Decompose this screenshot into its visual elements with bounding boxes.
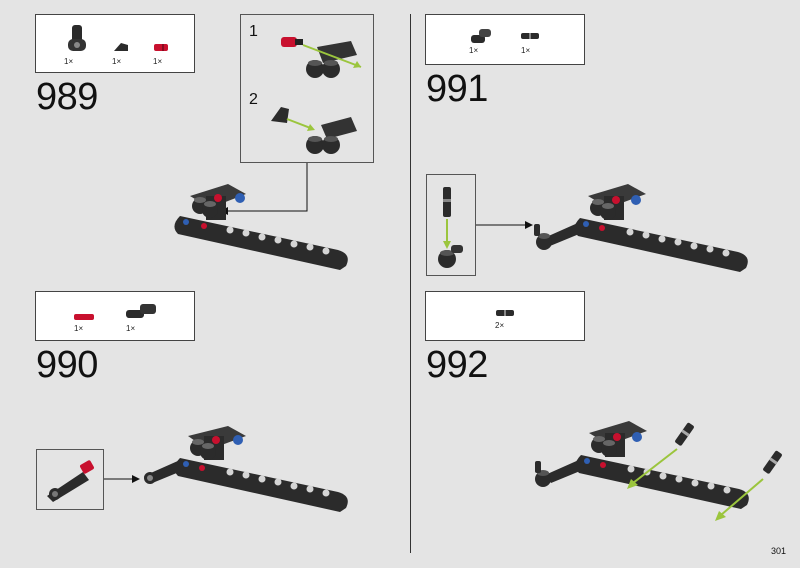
step-989-callout: 1 2: [240, 14, 374, 163]
substep-number: 1: [249, 23, 258, 40]
callout-part-illustration: [47, 460, 94, 502]
step-number: 991: [426, 68, 488, 110]
pin-icon: [521, 33, 539, 39]
step-990-parts-list: 1× 1×: [35, 291, 195, 341]
column-divider: [410, 14, 411, 553]
part-qty: 1×: [521, 46, 531, 55]
angle-connector-icon: [68, 25, 86, 51]
pin-icon: [496, 310, 514, 316]
substep-number: 2: [249, 91, 258, 108]
step-991-model-illustration: [534, 184, 748, 272]
part-qty: 1×: [74, 324, 84, 333]
red-axle-icon: [74, 314, 94, 320]
step-number: 989: [36, 76, 98, 118]
step-991-parts-list: 1× 1×: [425, 14, 585, 65]
axle-connector-icon: [126, 304, 156, 318]
red-pin-icon: [154, 44, 168, 51]
part-qty: 2×: [495, 321, 505, 330]
slope-brick-icon: [114, 43, 128, 51]
page-number: 301: [770, 546, 786, 556]
step-990-callout: [36, 449, 104, 510]
part-qty: 1×: [469, 46, 479, 55]
part-qty: 1×: [112, 57, 122, 66]
step-991-callout: [426, 174, 476, 276]
step-992-model-illustration: [535, 421, 782, 521]
angle-connector-icon: [471, 29, 491, 43]
step-989-model-illustration: [174, 184, 348, 270]
part-qty: 1×: [64, 57, 74, 66]
step-989-parts-list: 1× 1× 1×: [35, 14, 195, 73]
step-number: 992: [426, 344, 488, 386]
callout-part-illustration: [438, 187, 463, 268]
step-990-model-illustration: [144, 426, 348, 512]
substep-1-illustration: [281, 37, 362, 78]
part-qty: 1×: [153, 57, 163, 66]
part-qty: 1×: [126, 324, 136, 333]
step-number: 990: [36, 344, 98, 386]
step-992-parts-list: 2×: [425, 291, 585, 341]
substep-2-illustration: [271, 107, 357, 154]
